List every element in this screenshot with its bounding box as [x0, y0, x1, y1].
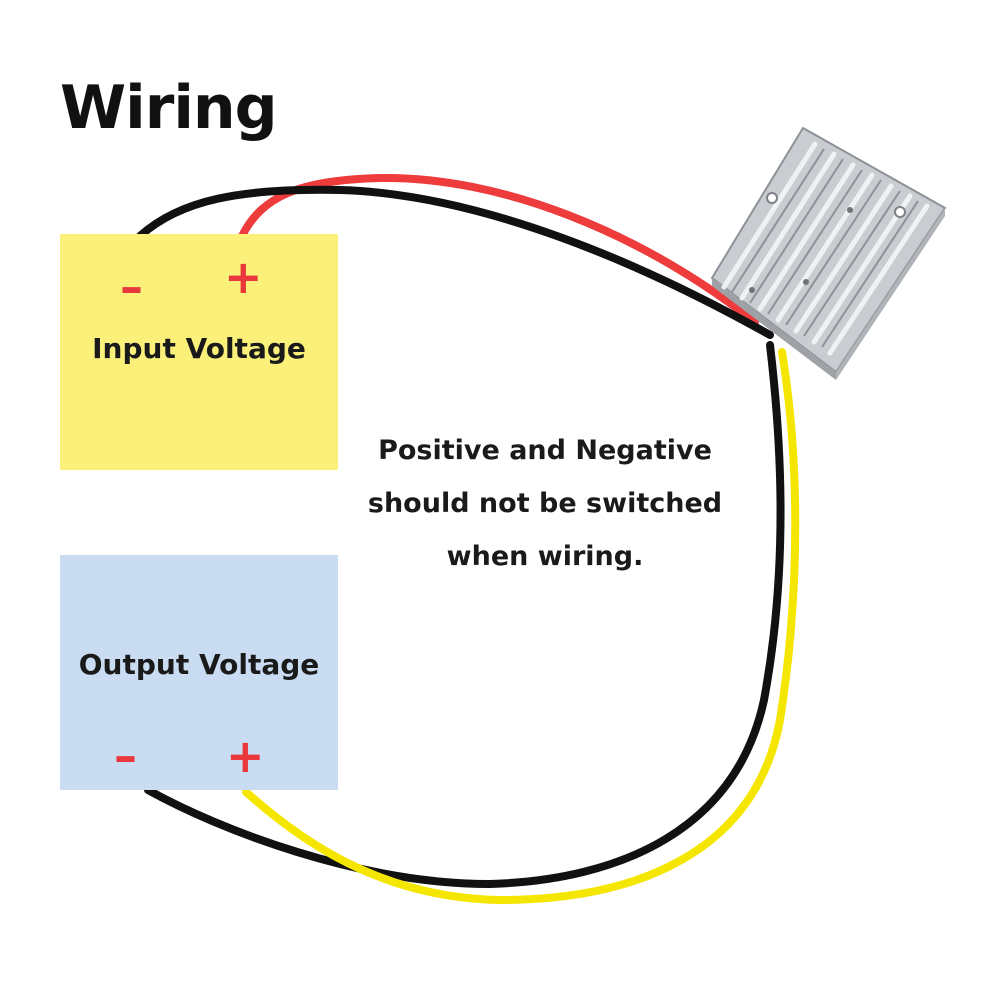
- input-negative-sign: –: [120, 260, 143, 314]
- input-voltage-label: Input Voltage: [92, 332, 306, 365]
- wiring-note-line-3: when wiring.: [446, 541, 644, 572]
- output-voltage-label: Output Voltage: [78, 648, 320, 681]
- input-positive-wire: [238, 173, 759, 326]
- output-negative-sign: –: [114, 729, 137, 783]
- wiring-note-line-2: should not be switched: [367, 488, 723, 519]
- page-title: Wiring: [60, 73, 278, 143]
- output-voltage-box: Output Voltage – +: [60, 555, 338, 790]
- input-voltage-box: – + Input Voltage: [60, 234, 338, 470]
- output-positive-wire: [242, 348, 800, 905]
- wiring-note: Positive and Negative should not be swit…: [345, 424, 745, 583]
- wiring-note-line-1: Positive and Negative: [378, 435, 712, 466]
- input-negative-wire: [136, 185, 774, 339]
- output-negative-wire: [144, 341, 785, 889]
- dc-converter-module-icon: [710, 126, 947, 380]
- output-positive-sign: +: [226, 729, 265, 783]
- input-positive-sign: +: [224, 250, 263, 304]
